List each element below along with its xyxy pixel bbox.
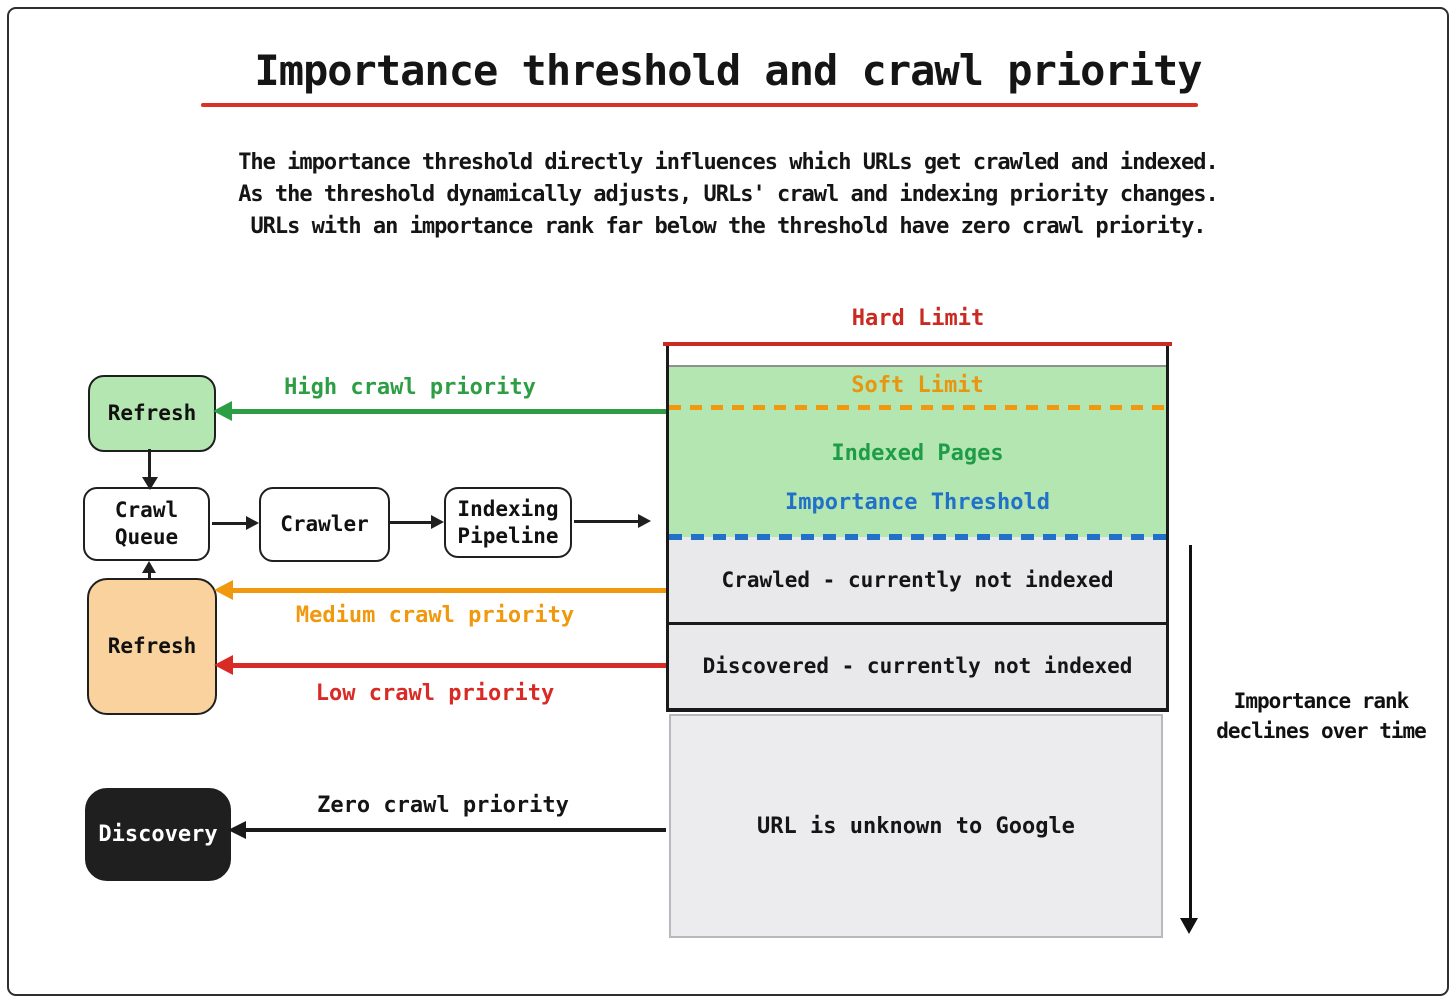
arrow-medium-priority-label: Medium crawl priority <box>295 603 575 628</box>
arrow-high-priority-label: High crawl priority <box>284 375 536 400</box>
node-refresh-medium-label: Refresh <box>107 634 197 658</box>
unknown-url-label: URL is unknown to Google <box>757 813 1075 839</box>
crawled-label: Crawled - currently not indexed <box>721 568 1114 592</box>
connector-refresh-to-queue <box>148 449 151 479</box>
decline-note-line-2: declines over time <box>1216 719 1427 743</box>
intro-line-2: As the threshold dynamically adjusts, UR… <box>238 182 1219 207</box>
arrow-low-priority <box>232 663 666 668</box>
node-discovery-label: Discovery <box>98 822 218 847</box>
node-refresh-high-label: Refresh <box>107 401 197 425</box>
node-crawler: Crawler <box>259 487 390 562</box>
node-indexing-pipeline-label: Indexing Pipeline <box>457 496 559 548</box>
page-title: Importance threshold and crawl priority <box>254 46 1202 95</box>
node-discovery: Discovery <box>85 788 231 881</box>
crawled-zone <box>669 537 1166 622</box>
arrowhead-left-icon <box>228 821 246 839</box>
arrowhead-left-icon <box>214 580 233 600</box>
arrow-high-priority <box>231 409 666 414</box>
node-refresh-medium: Refresh <box>87 578 217 715</box>
connector-queue-to-crawler <box>212 522 247 525</box>
node-refresh-high: Refresh <box>88 375 216 452</box>
arrowhead-right-icon <box>431 515 444 529</box>
node-crawler-label: Crawler <box>280 512 369 536</box>
arrow-medium-priority <box>232 588 666 593</box>
arrowhead-down-icon <box>142 477 158 490</box>
intro-line-3: URLs with an importance rank far below t… <box>250 214 1206 239</box>
connector-indexing-to-stack <box>574 520 639 523</box>
connector-refreshmed-to-queue <box>148 571 151 579</box>
node-indexing-pipeline: Indexing Pipeline <box>444 487 572 558</box>
arrowhead-down-icon <box>1180 918 1198 934</box>
arrowhead-up-icon <box>142 561 156 573</box>
discovered-label: Discovered - currently not indexed <box>702 654 1133 678</box>
decline-arrow <box>1189 545 1192 920</box>
index-stack: Soft Limit Indexed Pages Importance Thre… <box>666 346 1169 712</box>
intro-line-1: The importance threshold directly influe… <box>238 150 1219 175</box>
arrowhead-right-icon <box>638 514 651 528</box>
node-crawl-queue-label: Crawl Queue <box>114 498 179 549</box>
title-underline <box>201 103 1198 107</box>
intro-paragraph: The importance threshold directly influe… <box>0 147 1456 243</box>
discovered-zone <box>669 625 1166 708</box>
hard-limit-line <box>663 342 1172 346</box>
soft-limit-dashed-line <box>669 405 1166 410</box>
node-crawl-queue: Crawl Queue <box>83 487 210 561</box>
arrowhead-left-icon <box>214 655 233 675</box>
soft-limit-label: Soft Limit <box>851 373 984 398</box>
indexed-pages-label: Indexed Pages <box>831 441 1004 466</box>
arrow-zero-priority <box>245 828 666 832</box>
arrowhead-right-icon <box>246 516 259 530</box>
arrow-zero-priority-label: Zero crawl priority <box>317 793 569 818</box>
hard-limit-label: Hard Limit <box>851 306 985 331</box>
indexed-zone <box>669 365 1166 537</box>
importance-threshold-label: Importance Threshold <box>785 490 1050 515</box>
importance-threshold-dashed-line <box>669 534 1166 540</box>
unknown-url-zone: URL is unknown to Google <box>669 714 1163 938</box>
page-border <box>7 7 1449 996</box>
arrowhead-left-icon <box>213 401 232 421</box>
decline-note: Importance rank declines over time <box>1196 686 1446 746</box>
connector-crawler-to-indexing <box>388 521 432 524</box>
zone-divider <box>666 622 1169 625</box>
arrow-low-priority-label: Low crawl priority <box>315 681 555 706</box>
decline-note-line-1: Importance rank <box>1233 689 1410 713</box>
